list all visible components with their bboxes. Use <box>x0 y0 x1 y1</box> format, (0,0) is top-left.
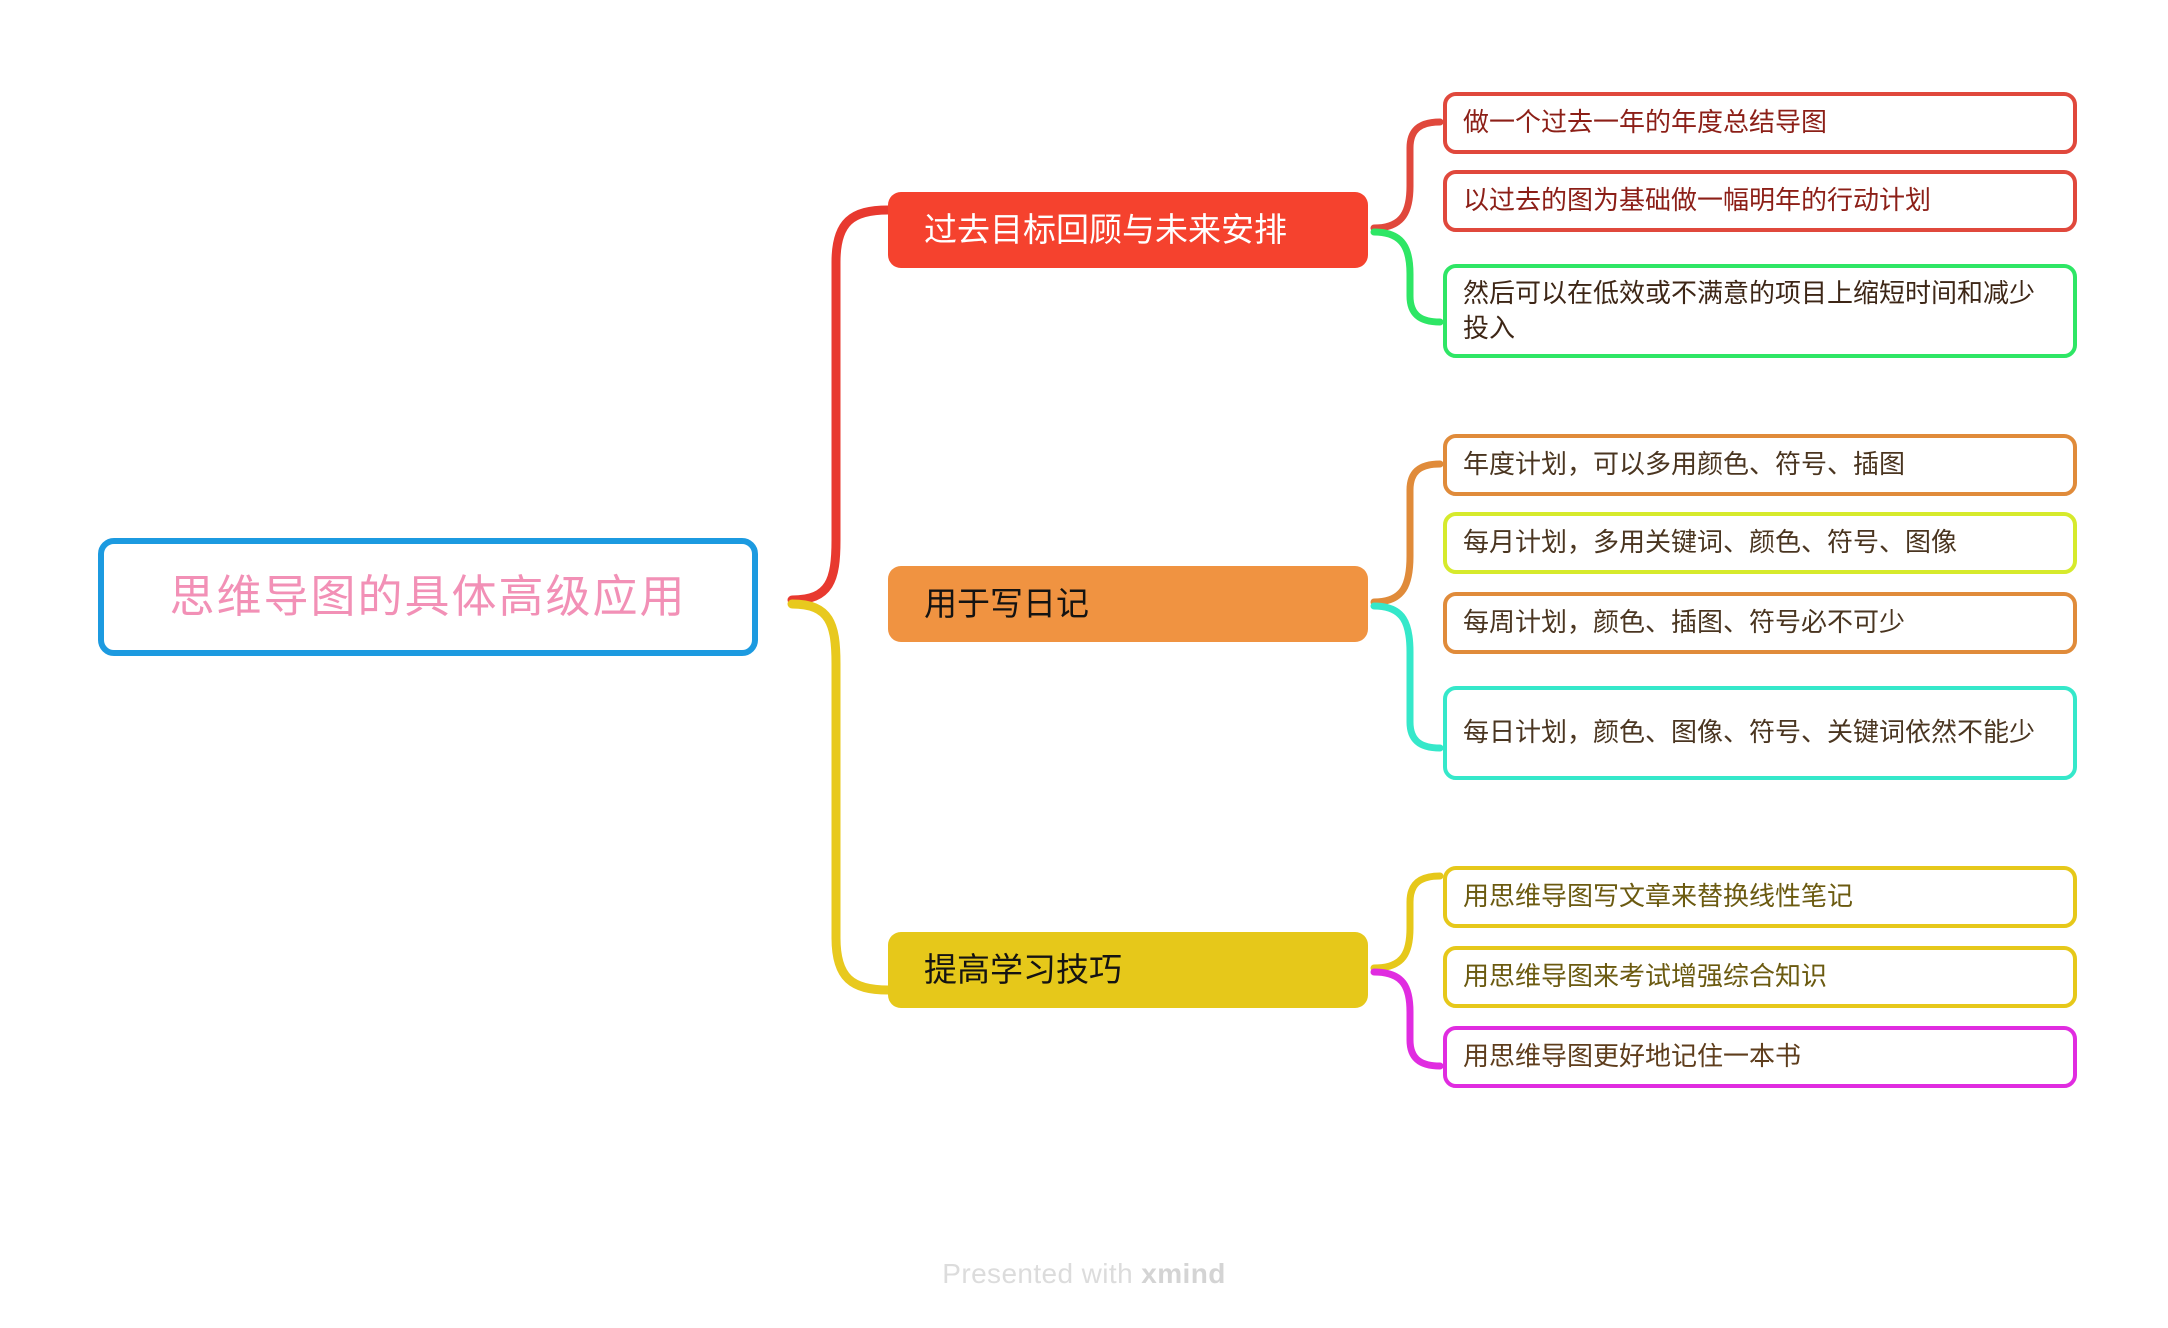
connector-branch-1-to-leaf-0 <box>1370 460 1444 606</box>
leaf-node-1-3[interactable]: 每日计划，颜色、图像、符号、关键词依然不能少 <box>1443 686 2077 780</box>
connector-branch-1-to-leaf-3 <box>1370 602 1444 752</box>
connector-branch-2-to-leaf-2 <box>1370 968 1444 1070</box>
connector-branch-0-to-leaf-2 <box>1370 228 1444 326</box>
branch-node-1-label: 用于写日记 <box>924 585 1089 623</box>
leaf-node-2-2[interactable]: 用思维导图更好地记住一本书 <box>1443 1026 2077 1088</box>
leaf-node-0-0-label: 做一个过去一年的年度总结导图 <box>1463 107 1828 138</box>
connector-branch-0-to-leaf-0 <box>1370 118 1444 232</box>
watermark-brand: xmind <box>1141 1258 1226 1289</box>
leaf-node-2-1[interactable]: 用思维导图来考试增强综合知识 <box>1443 946 2077 1008</box>
leaf-node-1-1[interactable]: 每月计划，多用关键词、颜色、符号、图像 <box>1443 512 2077 574</box>
leaf-node-0-0[interactable]: 做一个过去一年的年度总结导图 <box>1443 92 2077 154</box>
watermark-prefix: Presented with <box>942 1258 1142 1289</box>
branch-node-2-label: 提高学习技巧 <box>924 951 1122 989</box>
branch-node-0-label: 过去目标回顾与未来安排 <box>924 211 1287 249</box>
root-node[interactable]: 思维导图的具体高级应用 <box>98 538 758 656</box>
leaf-node-2-0-label: 用思维导图写文章来替换线性笔记 <box>1463 881 1854 912</box>
leaf-node-1-0[interactable]: 年度计划，可以多用颜色、符号、插图 <box>1443 434 2077 496</box>
connector-root-to-branch-2 <box>787 599 893 995</box>
leaf-node-2-2-label: 用思维导图更好地记住一本书 <box>1463 1041 1802 1072</box>
watermark: Presented with xmind <box>0 1258 2168 1290</box>
leaf-node-2-1-label: 用思维导图来考试增强综合知识 <box>1463 961 1828 992</box>
leaf-node-1-2-label: 每周计划，颜色、插图、符号必不可少 <box>1463 607 1906 638</box>
connector-root-to-branch-0 <box>787 205 893 605</box>
connector-branch-2-to-leaf-0 <box>1370 872 1444 972</box>
branch-node-2[interactable]: 提高学习技巧 <box>888 932 1368 1008</box>
leaf-node-0-1-label: 以过去的图为基础做一幅明年的行动计划 <box>1463 185 1932 216</box>
branch-node-1[interactable]: 用于写日记 <box>888 566 1368 642</box>
leaf-node-1-1-label: 每月计划，多用关键词、颜色、符号、图像 <box>1463 527 1958 558</box>
leaf-node-1-3-label: 每日计划，颜色、图像、符号、关键词依然不能少 <box>1463 717 2036 748</box>
leaf-node-0-2[interactable]: 然后可以在低效或不满意的项目上缩短时间和减少投入 <box>1443 264 2077 358</box>
leaf-node-1-0-label: 年度计划，可以多用颜色、符号、插图 <box>1463 449 1906 480</box>
leaf-node-1-2[interactable]: 每周计划，颜色、插图、符号必不可少 <box>1443 592 2077 654</box>
branch-node-0[interactable]: 过去目标回顾与未来安排 <box>888 192 1368 268</box>
leaf-node-0-1[interactable]: 以过去的图为基础做一幅明年的行动计划 <box>1443 170 2077 232</box>
root-node-label: 思维导图的具体高级应用 <box>169 571 687 623</box>
leaf-node-0-2-label: 然后可以在低效或不满意的项目上缩短时间和减少投入 <box>1463 277 2036 343</box>
leaf-node-2-0[interactable]: 用思维导图写文章来替换线性笔记 <box>1443 866 2077 928</box>
